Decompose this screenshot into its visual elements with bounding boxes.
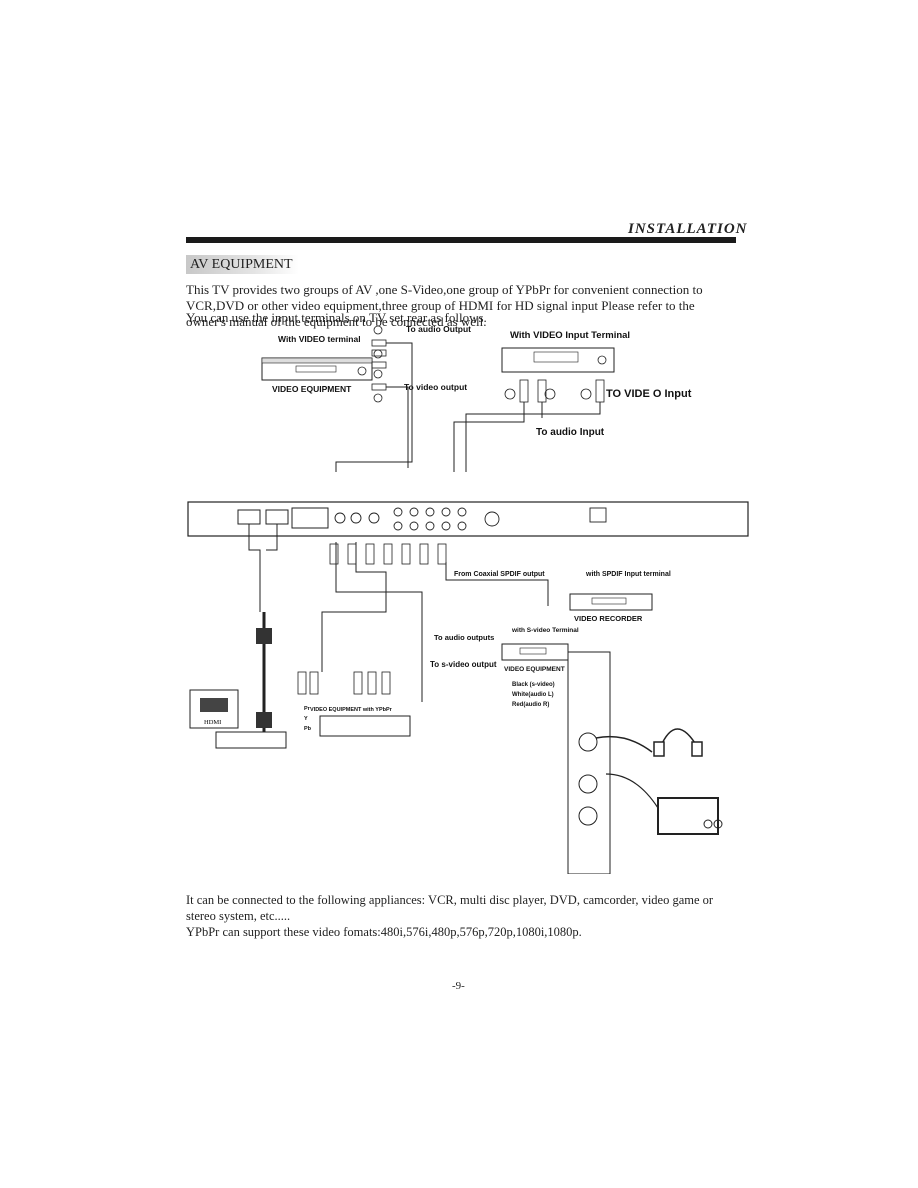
label-with-video-input-terminal: With VIDEO Input Terminal	[510, 330, 630, 341]
label-ypbpr-equipment: VIDEO EQUIPMENT with YPbPr	[310, 707, 393, 713]
section-heading: AV EQUIPMENT	[186, 255, 299, 274]
rca-plugs-top-left	[371, 325, 387, 403]
hdmi-source-device	[215, 731, 287, 749]
cables-from-tv	[248, 524, 549, 702]
hdmi-cable	[256, 612, 272, 732]
footer-line-1: It can be connected to the following app…	[186, 893, 714, 923]
label-video-equipment-2: VIDEO EQUIPMENT	[504, 666, 565, 673]
label-with-video-terminal: With VIDEO terminal	[278, 334, 361, 344]
video-equipment-device	[261, 357, 373, 381]
rca-plugs-bottom-row	[329, 543, 447, 565]
intro-paragraph: This TV provides two groups of AV ,one S…	[186, 282, 703, 329]
label-to-audio-output: To audio Output	[406, 324, 471, 334]
legend-white-audio-l: White(audio L)	[512, 692, 554, 698]
label-with-svideo-terminal: with S-video Terminal	[511, 627, 579, 634]
label-from-coaxial: From Coaxial SPDIF output	[454, 571, 545, 578]
rca-plugs-top-right	[504, 379, 605, 403]
label-pb: Pb	[304, 726, 312, 732]
label-with-spdif: with SPDIF Input terminal	[585, 571, 671, 578]
section-header-title: INSTALLATION	[628, 221, 748, 237]
cable-top-left	[335, 342, 413, 472]
video-input-device	[501, 347, 615, 373]
hdmi-device	[189, 689, 239, 729]
header-rule	[186, 237, 736, 243]
tv-rear-panel	[187, 501, 749, 537]
label-hdmi: HDMI	[204, 719, 221, 726]
label-to-audio-input: To audio Input	[536, 427, 605, 438]
svideo-equipment-device	[501, 643, 569, 661]
label-to-video-output: To video output	[404, 382, 467, 392]
ypbpr-plugs	[297, 671, 391, 695]
label-to-svideo-output: To s-video output	[430, 660, 497, 669]
usage-text: You can use the input terminals on TV se…	[186, 310, 487, 325]
label-y: Y	[304, 716, 308, 722]
label-to-audio-outputs: To audio outputs	[434, 633, 494, 642]
video-recorder-device	[569, 593, 653, 611]
footer-line-2: YPbPr can support these video fomats:480…	[186, 925, 582, 939]
camcorder-icon	[605, 773, 723, 835]
label-video-recorder: VIDEO RECORDER	[574, 614, 643, 623]
page-number: -9-	[452, 980, 465, 992]
cable-top-right	[453, 402, 601, 472]
tv-side-panel	[567, 651, 611, 874]
label-video-equipment: VIDEO EQUIPMENT	[272, 384, 352, 394]
ypbpr-device	[319, 715, 411, 737]
headphone-icon	[595, 728, 703, 757]
legend-red-audio-r: Red(audio R)	[512, 702, 549, 708]
footer-text: It can be connected to the following app…	[186, 892, 746, 940]
legend-black-svideo: Black (s-video)	[512, 682, 555, 688]
label-pr: Pr	[304, 706, 311, 712]
connection-diagram: With VIDEO terminal VIDEO EQUIPMENT To a…	[187, 324, 749, 874]
label-to-video-input: TO VIDE O Input	[606, 388, 692, 400]
